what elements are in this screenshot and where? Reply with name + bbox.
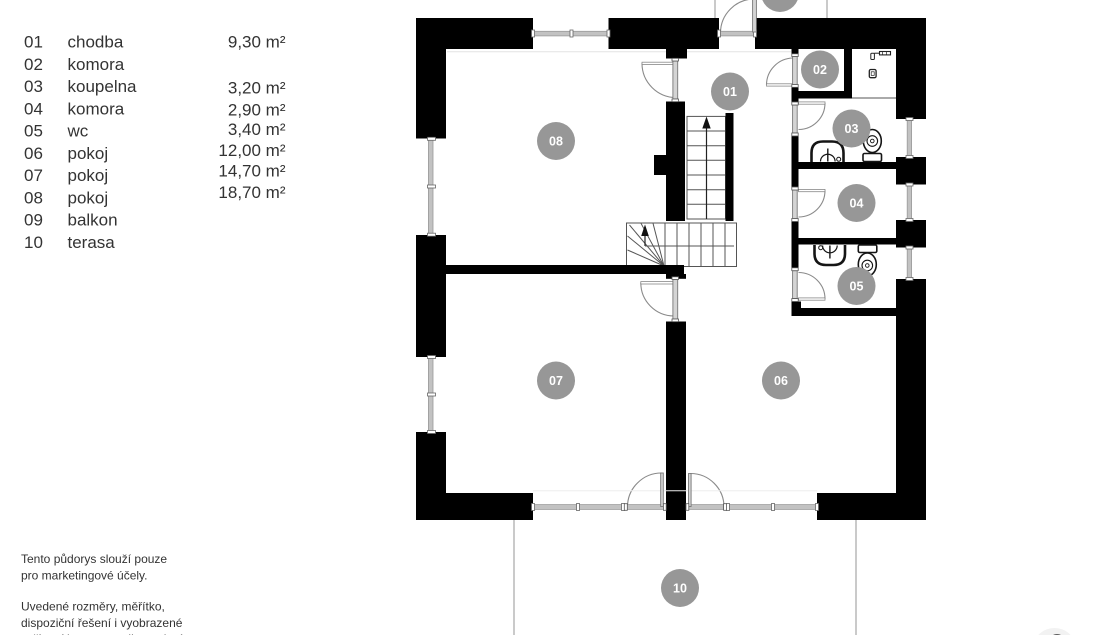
svg-text:pokoj: pokoj bbox=[68, 144, 109, 163]
svg-text:9,30 m²: 9,30 m² bbox=[228, 33, 286, 52]
svg-text:dispoziční řešení i vyobrazené: dispoziční řešení i vyobrazené bbox=[21, 616, 183, 630]
svg-text:03: 03 bbox=[24, 77, 43, 96]
svg-text:balkon: balkon bbox=[68, 211, 118, 230]
svg-text:komora: komora bbox=[68, 55, 125, 74]
svg-text:Tento půdorys slouží pouze: Tento půdorys slouží pouze bbox=[21, 552, 167, 566]
svg-text:06: 06 bbox=[24, 144, 43, 163]
svg-text:02: 02 bbox=[813, 63, 827, 77]
svg-text:07: 07 bbox=[549, 374, 563, 388]
svg-text:14,70 m²: 14,70 m² bbox=[218, 162, 285, 181]
svg-text:08: 08 bbox=[549, 135, 563, 149]
svg-text:Uvedené rozměry, měřítko,: Uvedené rozměry, měřítko, bbox=[21, 600, 165, 614]
svg-text:pokoj: pokoj bbox=[68, 188, 109, 207]
svg-text:02: 02 bbox=[24, 55, 43, 74]
svg-text:07: 07 bbox=[24, 166, 43, 185]
svg-text:3,20 m²: 3,20 m² bbox=[228, 79, 286, 98]
svg-text:chodba: chodba bbox=[68, 33, 124, 52]
svg-text:05: 05 bbox=[850, 280, 864, 294]
svg-text:pro marketingové účely.: pro marketingové účely. bbox=[21, 568, 148, 582]
svg-text:04: 04 bbox=[24, 99, 43, 118]
svg-text:10: 10 bbox=[673, 582, 687, 596]
svg-text:12,00 m²: 12,00 m² bbox=[218, 141, 285, 160]
svg-text:koupelna: koupelna bbox=[68, 77, 138, 96]
svg-text:09: 09 bbox=[773, 0, 787, 1]
svg-text:3,40 m²: 3,40 m² bbox=[228, 120, 286, 139]
svg-text:09: 09 bbox=[24, 211, 43, 230]
svg-text:18,70 m²: 18,70 m² bbox=[218, 183, 285, 202]
svg-text:08: 08 bbox=[24, 188, 43, 207]
svg-text:wc: wc bbox=[67, 122, 89, 141]
svg-text:05: 05 bbox=[24, 122, 43, 141]
svg-text:10: 10 bbox=[24, 233, 43, 252]
svg-text:04: 04 bbox=[850, 197, 864, 211]
svg-text:2,90 m²: 2,90 m² bbox=[228, 100, 286, 119]
svg-text:pokoj: pokoj bbox=[68, 166, 109, 185]
svg-text:zařízení jsou pouze ilustrativ: zařízení jsou pouze ilustrativní. bbox=[21, 632, 186, 635]
svg-text:01: 01 bbox=[24, 33, 43, 52]
svg-text:komora: komora bbox=[68, 99, 125, 118]
svg-text:01: 01 bbox=[723, 85, 737, 99]
svg-text:03: 03 bbox=[845, 122, 859, 136]
svg-text:06: 06 bbox=[774, 374, 788, 388]
svg-text:terasa: terasa bbox=[68, 233, 116, 252]
